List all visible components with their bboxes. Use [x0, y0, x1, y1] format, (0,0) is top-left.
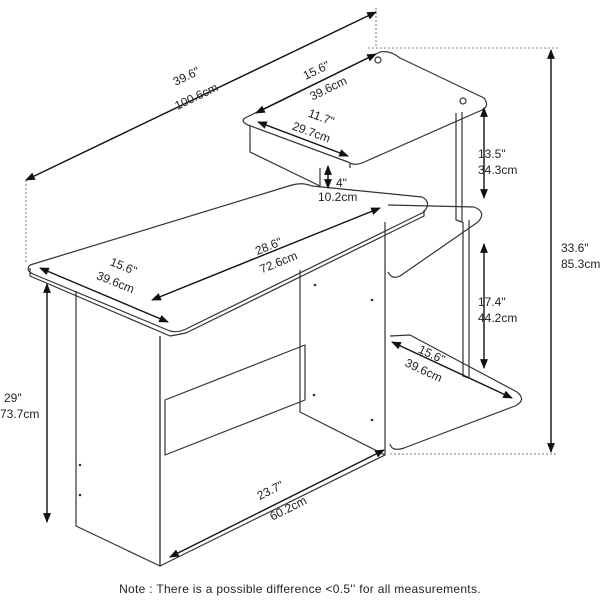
- bottom-shelf-depth-arrow: [391, 341, 513, 399]
- panel-line: [164, 344, 306, 456]
- shelf-depth-arrow: [257, 121, 349, 157]
- desk-top: [27, 183, 429, 333]
- shelf-top-width-arrow: [255, 53, 377, 114]
- total-height-imperial: 33.6": [561, 241, 589, 255]
- shelf-top-width-imperial: 15.6": [301, 58, 332, 83]
- lower-gap-imperial: 17.4": [478, 295, 506, 309]
- upper-gap-imperial: 13.5": [478, 147, 506, 161]
- base-width-arrow: [169, 449, 385, 558]
- desk-height-imperial: 29": [4, 391, 22, 405]
- drawer-height-imperial: 4": [336, 176, 347, 190]
- lower-gap-metric: 44.2cm: [478, 311, 517, 325]
- total-width-imperial: 39.6": [171, 64, 202, 89]
- cable-hole: [459, 97, 467, 105]
- dimension-arrows: [25, 11, 555, 558]
- upright-pole: [455, 112, 463, 223]
- drawer-height-metric: 10.2cm: [318, 190, 357, 204]
- middle-shelf: [387, 204, 483, 278]
- left-leg-panel: [75, 291, 161, 567]
- right-leg-panel: [299, 270, 386, 456]
- cable-hole: [374, 56, 382, 64]
- bottom-shelf: [389, 334, 523, 450]
- desk-height-metric: 73.7cm: [0, 407, 39, 421]
- extension-lines: [25, 8, 558, 455]
- measurement-note: Note : There is a possible difference <0…: [119, 582, 481, 596]
- upper-gap-metric: 34.3cm: [478, 163, 517, 177]
- lower-pole: [462, 220, 470, 379]
- desk-top-depth-arrow: [39, 267, 169, 323]
- desk-top-edge: [29, 210, 425, 337]
- base-width-imperial: 23.7": [255, 478, 286, 503]
- desk-top-width-arrow: [151, 207, 381, 301]
- upper-shelf-top: [242, 51, 488, 165]
- total-height-metric: 85.3cm: [561, 257, 600, 271]
- total-width-arrow: [25, 11, 377, 181]
